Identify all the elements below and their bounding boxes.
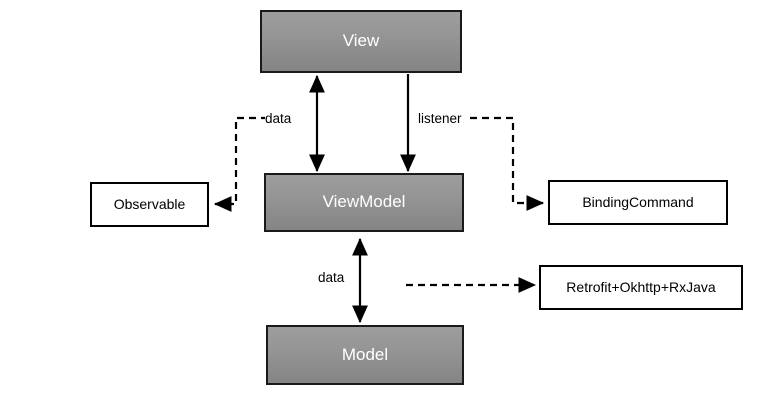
node-view[interactable]: View (260, 10, 462, 73)
edge-label-data-top: data (265, 111, 292, 126)
node-network[interactable]: Retrofit+Okhttp+RxJava (539, 265, 743, 310)
edge-label-listener: listener (418, 111, 462, 126)
connector-viewmodel-to-observable (213, 116, 268, 212)
node-observable[interactable]: Observable (90, 182, 209, 227)
node-observable-label: Observable (113, 195, 186, 212)
connector-viewmodel-to-bindingcommand (470, 116, 545, 211)
node-model-label: Model (341, 344, 389, 364)
node-viewmodel[interactable]: ViewModel (264, 173, 464, 232)
node-model[interactable]: Model (266, 325, 464, 385)
edge-label-data-bottom: data (318, 270, 345, 285)
node-network-label: Retrofit+Okhttp+RxJava (566, 278, 716, 295)
node-view-label: View (342, 31, 380, 51)
node-viewmodel-label: ViewModel (322, 192, 406, 212)
node-bindingcommand-label: BindingCommand (582, 193, 694, 210)
node-bindingcommand[interactable]: BindingCommand (548, 180, 728, 225)
